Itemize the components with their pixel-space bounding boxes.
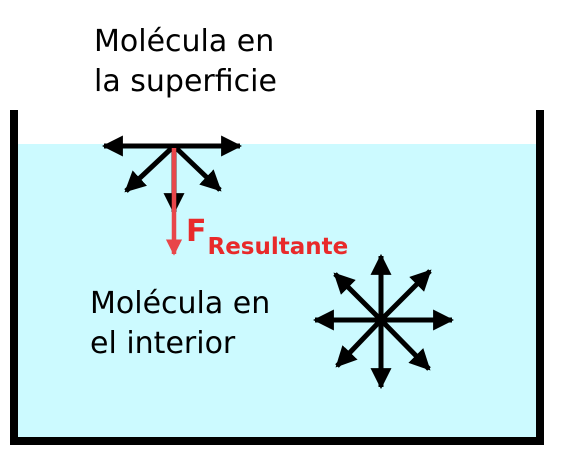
interior-force-up-right (379, 269, 432, 322)
interior-label-line1: Molécula en (90, 286, 271, 321)
surface-force-down-left (124, 144, 176, 193)
resultant-force-label: FResultante (186, 214, 348, 260)
surface-molecule-label: Molécula en la superficie (94, 22, 277, 102)
interior-force-down-left (335, 318, 383, 368)
surface-label-line1: Molécula en (94, 24, 275, 59)
force-symbol: F (186, 214, 207, 249)
force-subscript: Resultante (207, 234, 349, 260)
interior-label-line2: el interior (90, 326, 236, 361)
interior-force-down-right (379, 318, 431, 371)
interior-molecule-forces (312, 253, 455, 390)
interior-force-up-left (333, 272, 383, 322)
interior-molecule-label: Molécula en el interior (90, 284, 270, 364)
container (10, 110, 544, 445)
surface-force-down-right (172, 144, 222, 192)
liquid (14, 144, 540, 440)
surface-label-line2: la superficie (94, 64, 277, 99)
